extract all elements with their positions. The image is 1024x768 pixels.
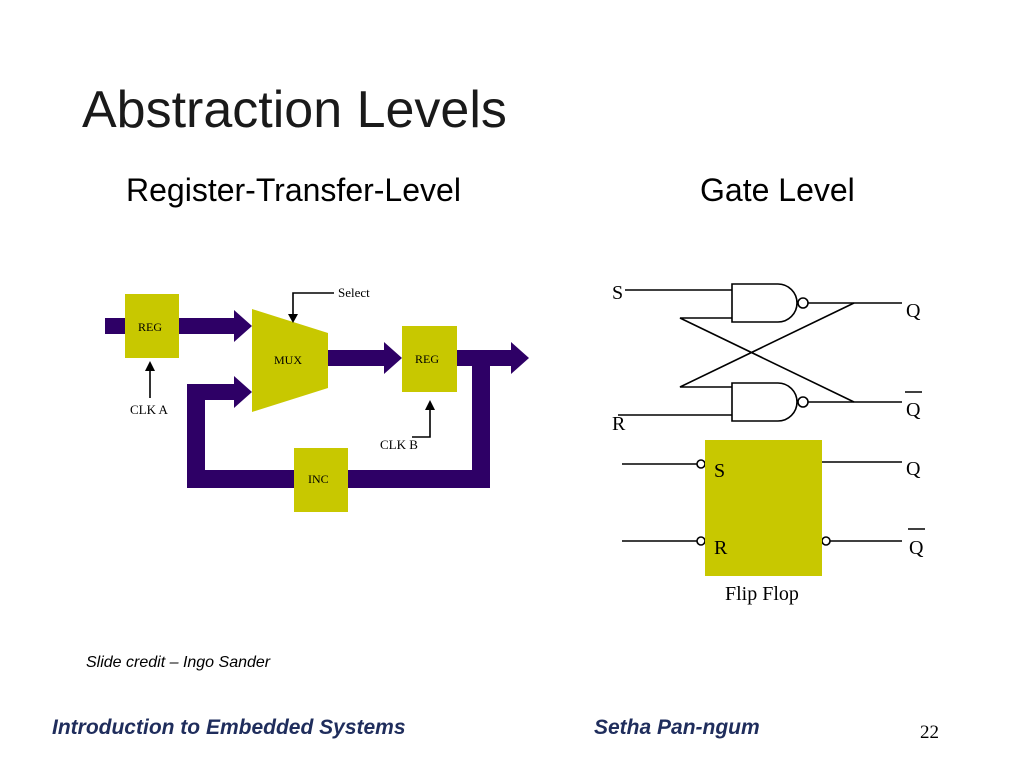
- select-arrow: [292, 292, 334, 318]
- nand-gate-top-bubble: [797, 297, 809, 309]
- clk-b-label: CLK B: [380, 437, 418, 452]
- gate-q-label: Q: [906, 300, 921, 322]
- ff-s-label: S: [714, 460, 725, 482]
- mux-block: [252, 309, 328, 412]
- slide-credit: Slide credit – Ingo Sander: [86, 654, 271, 671]
- reg1-label: REG: [138, 320, 162, 334]
- nand-gate-bottom-bubble: [797, 396, 809, 408]
- nand-gate-bottom: [731, 382, 798, 422]
- gate-s-label: S: [612, 282, 623, 304]
- slide-title: Abstraction Levels: [82, 81, 507, 139]
- gate-qbar-label: Q: [906, 399, 921, 421]
- clk-b-arrow-head: [425, 400, 435, 410]
- rtl-heading: Register-Transfer-Level: [126, 172, 461, 208]
- clk-a-arrow-head: [145, 361, 155, 371]
- footer-author: Setha Pan-ngum: [594, 716, 760, 739]
- select-arrow-head: [288, 314, 298, 323]
- inc-block: [294, 448, 348, 512]
- page-number: 22: [920, 722, 939, 743]
- ff-caption: Flip Flop: [725, 583, 799, 605]
- mux-label: MUX: [274, 353, 302, 367]
- select-label: Select: [338, 285, 370, 300]
- clk-b-line: [412, 407, 431, 438]
- gate-heading: Gate Level: [700, 172, 855, 208]
- footer-course-title: Introduction to Embedded Systems: [52, 716, 406, 739]
- ff-r-bubble: [696, 536, 706, 546]
- inc-label: INC: [308, 472, 329, 486]
- bus-lines: [105, 310, 529, 488]
- reg2-label: REG: [415, 352, 439, 366]
- rtl-diagram: REG MUX REG INC Select CLK A CLK B: [105, 285, 529, 512]
- ff-q-label: Q: [906, 458, 921, 480]
- ff-qbar-label: Q: [909, 537, 924, 559]
- clk-a-label: CLK A: [130, 402, 169, 417]
- ff-r-label: R: [714, 537, 728, 559]
- ff-s-bubble: [696, 459, 706, 469]
- ff-qbar-bubble: [821, 536, 831, 546]
- gate-r-label: R: [612, 413, 626, 435]
- nand-gate-top: [731, 283, 798, 323]
- flip-flop-block: [705, 440, 822, 576]
- gate-diagram: [618, 283, 925, 546]
- reg1-block: [125, 294, 179, 358]
- reg2-block: [402, 326, 457, 392]
